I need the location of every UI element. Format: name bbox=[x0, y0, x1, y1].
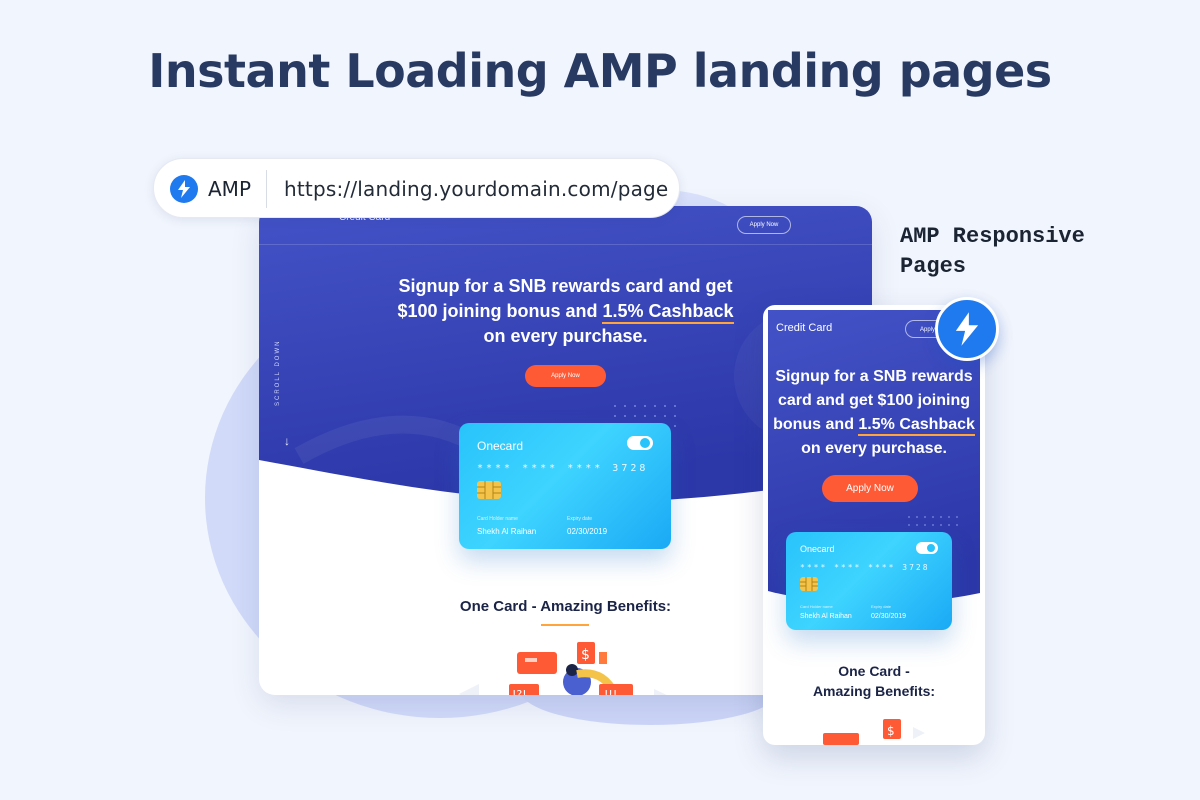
mobile-apply-now-button[interactable]: Apply Now bbox=[822, 475, 918, 502]
credit-card-illustration: Onecard **** **** **** 3728 Card Holder … bbox=[459, 423, 671, 549]
cashback-highlight: 1.5% Cashback bbox=[602, 301, 734, 324]
svg-text:$: $ bbox=[581, 647, 590, 663]
benefits-heading: One Card - Amazing Benefits: bbox=[459, 598, 672, 615]
responsive-pages-label: AMP Responsive Pages bbox=[900, 224, 1085, 279]
hero-heading-line: $100 joining bonus and 1.5% Cashback bbox=[369, 299, 762, 324]
card-holder-value: Shekh Al Raihan bbox=[477, 527, 537, 536]
hero-heading-text: $100 joining bonus and bbox=[397, 301, 603, 321]
card-toggle-icon bbox=[627, 436, 653, 450]
mobile-site-brand: Credit Card bbox=[776, 322, 833, 334]
mobile-heading-line: bonus and 1.5% Cashback bbox=[769, 413, 979, 437]
url-text[interactable]: https://landing.yourdomain.com/page bbox=[284, 177, 669, 201]
card-toggle-icon bbox=[916, 542, 938, 554]
mobile-card-number: **** **** **** 3728 bbox=[800, 563, 930, 572]
card-chip-icon bbox=[477, 481, 501, 499]
mobile-hero-background bbox=[768, 310, 980, 604]
mobile-heading-line: card and get $100 joining bbox=[777, 392, 971, 409]
mobile-benefits-line: Amazing Benefits: bbox=[812, 683, 936, 699]
card-number: **** **** **** 3728 bbox=[477, 463, 649, 474]
hero-heading-line: Signup for a SNB rewards card and get bbox=[398, 276, 733, 296]
mobile-heading-line: on every purchase. bbox=[801, 440, 947, 457]
mobile-card-expiry-value: 02/30/2019 bbox=[871, 613, 907, 620]
card-toggle-knob bbox=[638, 436, 652, 450]
mobile-heading-line: Signup for a SNB rewards bbox=[775, 368, 973, 385]
mobile-heading-text: bonus and bbox=[773, 416, 859, 433]
apply-now-button[interactable]: Apply Now bbox=[525, 365, 606, 387]
svg-text:!!!: !!! bbox=[604, 688, 617, 695]
address-bar[interactable]: AMP https://landing.yourdomain.com/page bbox=[153, 158, 680, 218]
mobile-benefits-line: One Card - bbox=[838, 663, 910, 679]
scroll-down-arrow-icon[interactable]: ↓ bbox=[284, 434, 290, 448]
svg-text:!?!: !?! bbox=[512, 688, 527, 695]
mobile-hero-heading: Signup for a SNB rewards card and get $1… bbox=[769, 365, 979, 461]
amp-bolt-icon bbox=[935, 297, 999, 361]
card-brand: Onecard bbox=[477, 439, 524, 453]
mobile-card-expiry-label: Expiry date bbox=[871, 604, 892, 609]
mobile-benefits-illustration: $ bbox=[823, 719, 925, 745]
benefits-underline bbox=[541, 624, 589, 626]
hero-heading-line: on every purchase. bbox=[483, 326, 648, 346]
card-expiry-label: Expiry date bbox=[567, 516, 593, 522]
hero-heading: Signup for a SNB rewards card and get $1… bbox=[369, 274, 762, 349]
apply-now-nav-button[interactable]: Apply Now bbox=[737, 216, 791, 234]
amp-label: AMP bbox=[208, 177, 251, 201]
card-holder-label: Card Holder name bbox=[477, 516, 518, 522]
card-expiry-value: 02/30/2019 bbox=[567, 527, 608, 536]
mobile-card-brand: Onecard bbox=[800, 544, 835, 554]
mobile-credit-card-illustration: Onecard **** **** **** 3728 Card Holder … bbox=[786, 532, 952, 630]
card-toggle-knob bbox=[925, 542, 937, 554]
mobile-card-holder-value: Shekh Al Raihan bbox=[800, 613, 852, 620]
svg-text:$: $ bbox=[887, 724, 895, 738]
benefits-illustration: $ !?! !!! bbox=[459, 642, 667, 695]
mobile-cashback-highlight: 1.5% Cashback bbox=[858, 416, 975, 436]
nav-divider bbox=[259, 244, 872, 245]
mobile-page-preview: Credit Card Apply Signup for a SNB rewar… bbox=[763, 305, 985, 745]
page-title: Instant Loading AMP landing pages bbox=[148, 44, 1052, 98]
mobile-card-holder-label: Card Holder name bbox=[800, 604, 833, 609]
amp-bolt-icon bbox=[170, 175, 198, 203]
mobile-benefits-heading: One Card - Amazing Benefits: bbox=[763, 661, 985, 701]
card-chip-icon bbox=[800, 577, 818, 591]
scroll-down-label: SCROLL DOWN bbox=[275, 339, 281, 406]
address-divider bbox=[266, 170, 267, 208]
